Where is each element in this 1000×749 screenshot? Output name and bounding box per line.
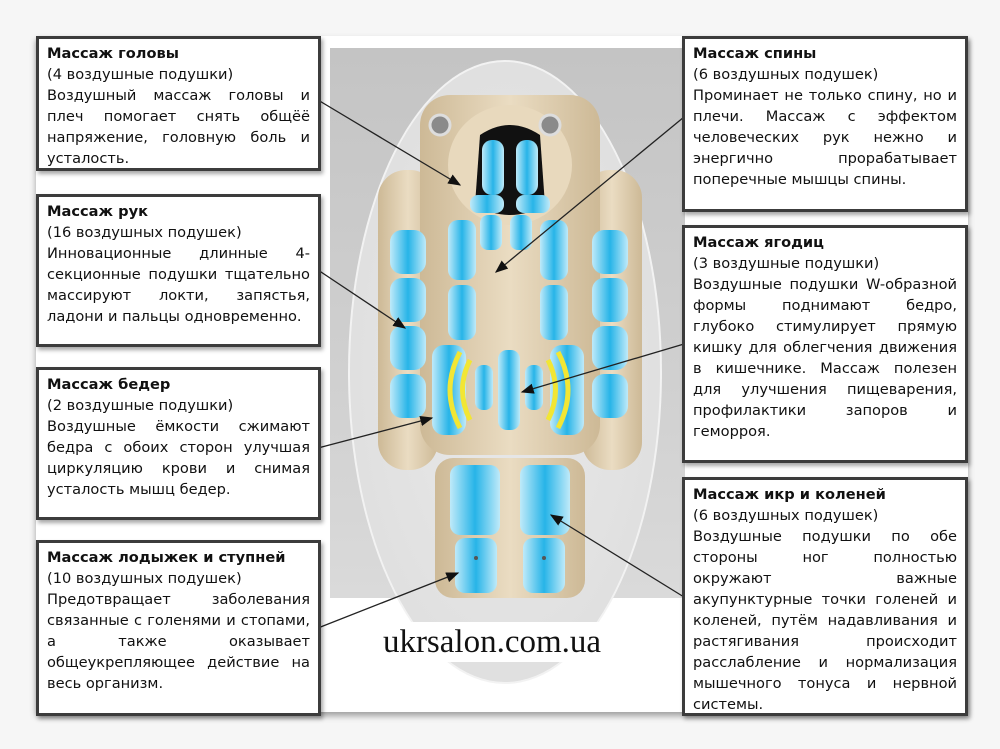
callout-description: Воздушный массаж головы и плеч помогает … — [47, 87, 310, 167]
callout-subtitle: (6 воздушных подушек) — [693, 507, 879, 524]
callout-title: Массаж спины — [693, 45, 817, 62]
callout-title: Массаж бедер — [47, 376, 171, 393]
callout-back-massage: Массаж спины (6 воздушных подушек) Проми… — [682, 36, 968, 212]
callout-description: Воздушные подушки W-образной формы подни… — [693, 276, 957, 440]
callout-title: Массаж головы — [47, 45, 179, 62]
massage-chair-illustration — [378, 95, 642, 598]
callout-title: Массаж рук — [47, 203, 148, 220]
callout-buttock-massage: Массаж ягодиц (3 воздушные подушки) Возд… — [682, 225, 968, 463]
callout-subtitle: (3 воздушные подушки) — [693, 255, 880, 272]
callout-subtitle: (16 воздушных подушек) — [47, 224, 242, 241]
callout-subtitle: (4 воздушные подушки) — [47, 66, 234, 83]
callout-thigh-massage: Массаж бедер (2 воздушные подушки) Возду… — [36, 367, 321, 520]
callout-description: Воздушные подушки по обе стороны ног пол… — [693, 528, 957, 713]
callout-title: Массаж лодыжек и ступней — [47, 549, 286, 566]
callout-head-massage: Массаж головы (4 воздушные подушки) Возд… — [36, 36, 321, 171]
callout-subtitle: (10 воздушных подушек) — [47, 570, 242, 587]
callout-description: Воздушные ёмкости сжимают бедра с обоих … — [47, 418, 310, 498]
callout-description: Предотвращает заболевания связанные с го… — [47, 591, 310, 692]
callout-subtitle: (2 воздушные подушки) — [47, 397, 234, 414]
callout-subtitle: (6 воздушных подушек) — [693, 66, 879, 83]
callout-title: Массаж ягодиц — [693, 234, 824, 251]
callout-title: Массаж икр и коленей — [693, 486, 886, 503]
callout-ankle-foot-massage: Массаж лодыжек и ступней (10 воздушных п… — [36, 540, 321, 716]
callout-description: Проминает не только спину, но и плечи. М… — [693, 87, 957, 188]
callout-description: Инновационные длинные 4-секционные подуш… — [47, 245, 310, 325]
watermark: ukrsalon.com.ua — [367, 622, 617, 662]
callout-arm-massage: Массаж рук (16 воздушных подушек) Иннова… — [36, 194, 321, 347]
callout-calf-knee-massage: Массаж икр и коленей (6 воздушных подуше… — [682, 477, 968, 716]
